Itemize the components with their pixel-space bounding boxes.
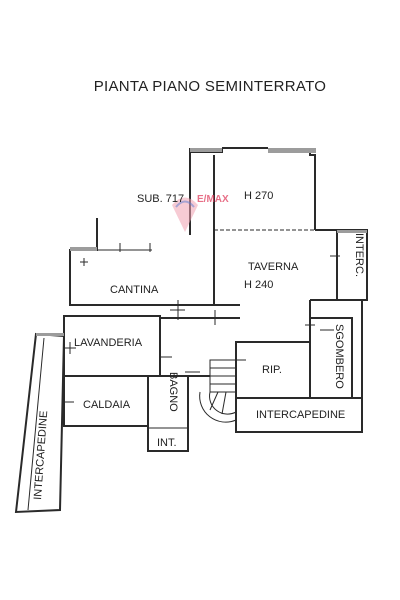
label-sgombero: SGOMBERO [333, 324, 345, 389]
right-rooms-walls [235, 299, 363, 433]
left-intercapedine-walls [14, 332, 66, 514]
staircase [199, 342, 237, 432]
label-cantina: CANTINA [110, 284, 159, 296]
plan-title: PIANTA PIANO SEMINTERRATO [94, 78, 327, 95]
label-taverna: TAVERNA [248, 261, 299, 273]
label-sub: SUB. 717 [137, 193, 184, 205]
label-intercapedine-left: INTERCAPEDINE [32, 410, 50, 500]
central-walls [159, 300, 240, 376]
label-interc: INTERC. [353, 233, 365, 277]
label-intercapedine-right: INTERCAPEDINE [256, 409, 345, 421]
label-rip: RIP. [262, 364, 282, 376]
label-caldaia: CALDAIA [83, 399, 131, 411]
label-int: INT. [157, 437, 177, 449]
cantina-walls [69, 218, 160, 306]
bathroom-walls [147, 371, 210, 452]
label-bagno: BAGNO [167, 372, 179, 412]
logo-text: E/MAX [197, 194, 229, 205]
label-h240: H 240 [244, 279, 273, 291]
label-h270: H 270 [244, 190, 273, 202]
realestate-logo: E/MAX [172, 194, 229, 232]
label-lavanderia: LAVANDERIA [74, 337, 143, 349]
